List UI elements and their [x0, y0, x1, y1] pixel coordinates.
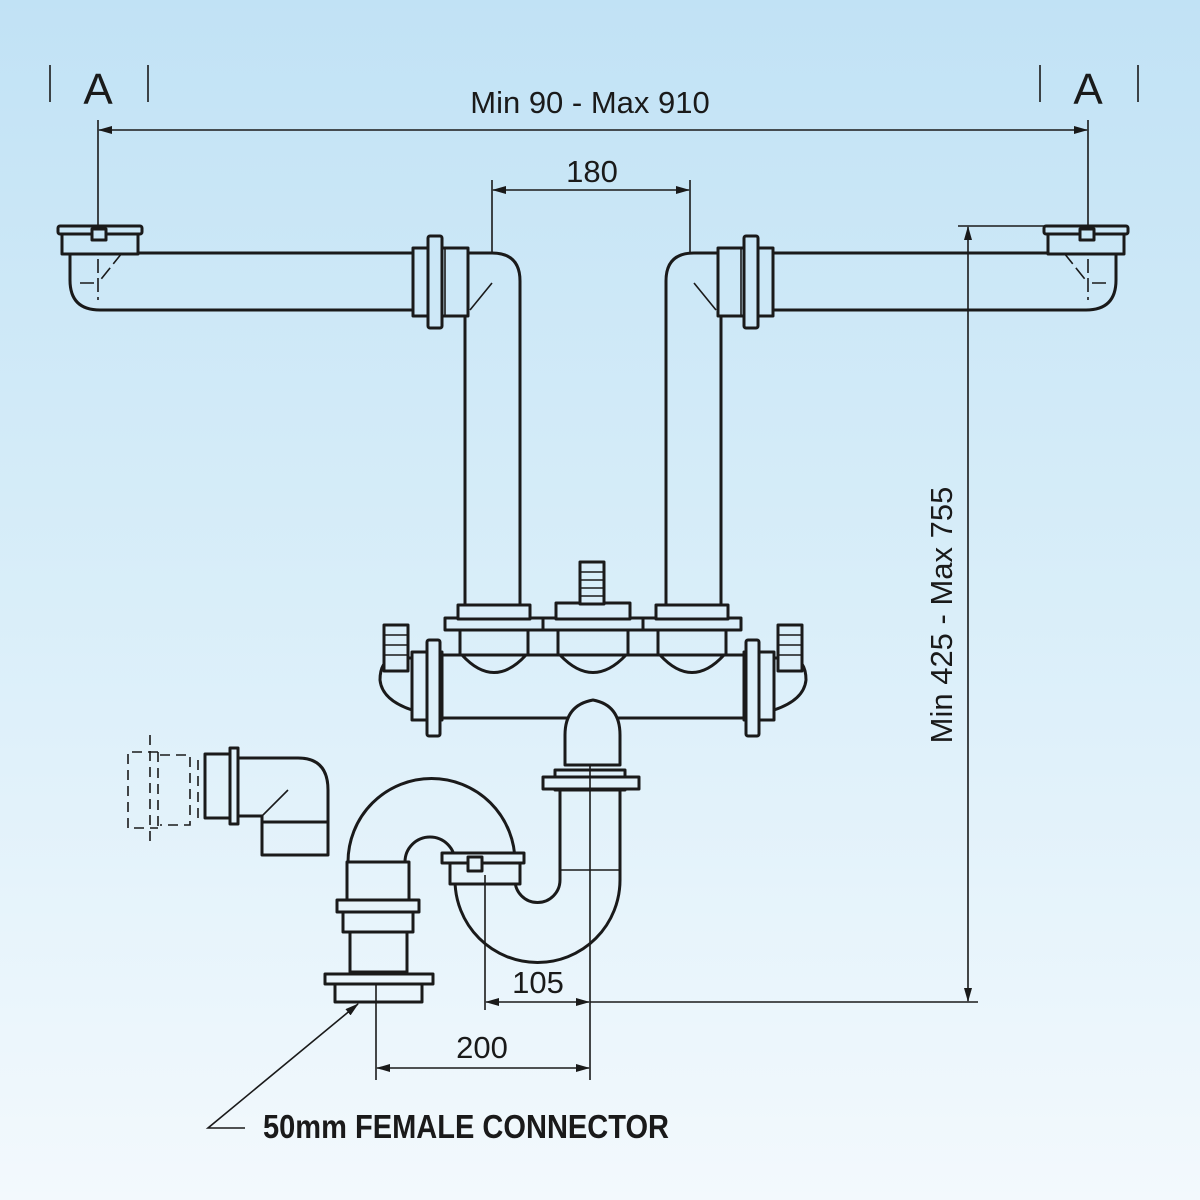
dimension-inlet-spacing: 180	[491, 154, 691, 290]
overall-height-label: Min 425 - Max 755	[924, 487, 959, 744]
s-trap	[323, 698, 641, 1004]
left-inlet-pipe	[56, 224, 522, 607]
dimension-outlet-offset: 200	[375, 985, 590, 1080]
section-label-right: A	[1073, 65, 1103, 114]
outlet-offset-label: 200	[456, 1030, 508, 1065]
section-label-left: A	[83, 65, 113, 114]
manifold	[378, 560, 808, 738]
overall-width-label: Min 90 - Max 910	[470, 85, 710, 120]
section-marker-left: A	[49, 65, 149, 114]
inlet-spacing-label: 180	[566, 154, 618, 189]
callout-label: 50mm FEMALE CONNECTOR	[263, 1108, 669, 1145]
dimension-trap-offset: 105	[484, 765, 591, 1080]
dimension-overall-height: Min 425 - Max 755	[590, 225, 1120, 1003]
hose-tail-center	[578, 560, 606, 606]
section-marker-right: A	[1039, 65, 1139, 114]
alternative-elbow	[127, 735, 330, 857]
callout-female-connector: 50mm FEMALE CONNECTOR	[205, 1003, 669, 1145]
right-inlet-pipe	[664, 224, 1130, 607]
dimension-overall-width: Min 90 - Max 910	[97, 85, 1089, 300]
trap-offset-label: 105	[512, 965, 564, 1000]
